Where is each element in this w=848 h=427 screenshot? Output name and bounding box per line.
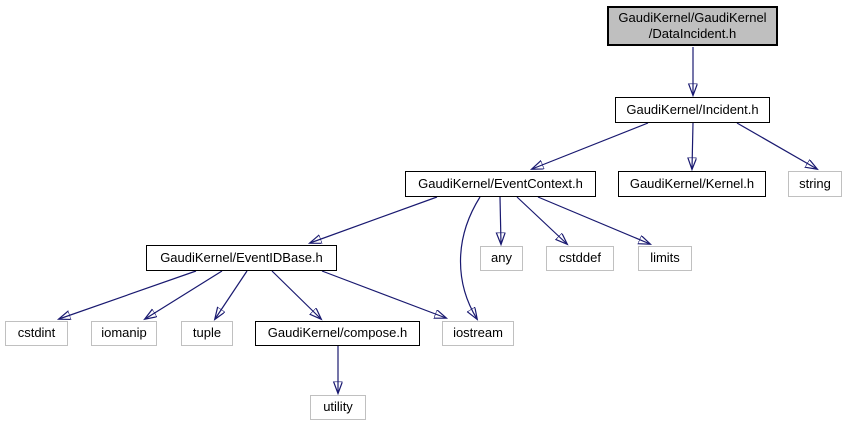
node-compose[interactable]: GaudiKernel/compose.h bbox=[255, 321, 420, 346]
node-utility: utility bbox=[310, 395, 366, 420]
edge-eventcontext-cstddef bbox=[516, 196, 567, 244]
edge-eventcontext-iostream bbox=[459, 196, 481, 319]
edge-eventcontext-limits bbox=[537, 196, 650, 244]
node-eventcontext[interactable]: GaudiKernel/EventContext.h bbox=[405, 171, 596, 197]
edge-eventcontext-eventidbase bbox=[310, 196, 438, 243]
node-dataincident: GaudiKernel/GaudiKernel /DataIncident.h bbox=[607, 6, 778, 46]
edge-eventcontext-any bbox=[500, 196, 501, 244]
node-limits: limits bbox=[638, 246, 692, 271]
edge-eventidbase-tuple bbox=[215, 270, 248, 319]
edge-eventidbase-compose bbox=[271, 270, 321, 319]
edge-eventidbase-iomanip bbox=[145, 270, 223, 319]
node-iomanip: iomanip bbox=[91, 321, 157, 346]
node-string: string bbox=[788, 171, 842, 197]
node-incident[interactable]: GaudiKernel/Incident.h bbox=[615, 97, 770, 123]
edge-incident-string bbox=[736, 122, 817, 169]
node-eventidbase[interactable]: GaudiKernel/EventIDBase.h bbox=[146, 245, 337, 271]
node-tuple: tuple bbox=[181, 321, 233, 346]
edge-eventidbase-iostream bbox=[321, 270, 446, 318]
edge-incident-eventcontext bbox=[532, 122, 649, 169]
node-cstddef: cstddef bbox=[546, 246, 614, 271]
edge-eventidbase-cstdint bbox=[59, 270, 197, 319]
node-cstdint: cstdint bbox=[5, 321, 68, 346]
edge-incident-kernel bbox=[692, 122, 693, 169]
node-kernel[interactable]: GaudiKernel/Kernel.h bbox=[618, 171, 766, 197]
node-iostream: iostream bbox=[442, 321, 514, 346]
node-any: any bbox=[480, 246, 523, 271]
